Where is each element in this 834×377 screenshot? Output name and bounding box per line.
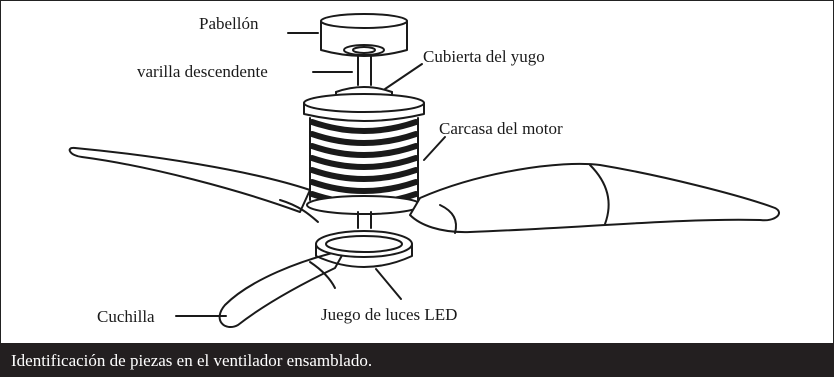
label-canopy: Pabellón [199,14,259,33]
downrod-part [357,54,372,86]
canopy-part [320,13,408,57]
motor-housing-part [306,117,422,215]
figure-caption: Identificación de piezas en el ventilado… [11,351,373,370]
label-downrod: varilla descendente [137,62,268,81]
blade-right [409,162,780,234]
leader-motor-housing [423,136,446,161]
caption-bar: Identificación de piezas en el ventilado… [0,343,834,377]
blade-bottom [218,249,346,328]
led-light-kit-part [315,230,413,268]
blade-left [68,146,311,213]
label-blade: Cuchilla [97,307,155,326]
label-led-kit: Juego de luces LED [321,305,458,324]
label-motor-housing: Carcasa del motor [439,119,563,138]
yoke-cover-part [303,86,425,122]
label-yoke-cover: Cubierta del yugo [423,47,545,66]
leader-yoke-cover [384,63,423,90]
ceiling-fan-diagram [68,13,780,328]
leader-led-kit [375,268,402,300]
